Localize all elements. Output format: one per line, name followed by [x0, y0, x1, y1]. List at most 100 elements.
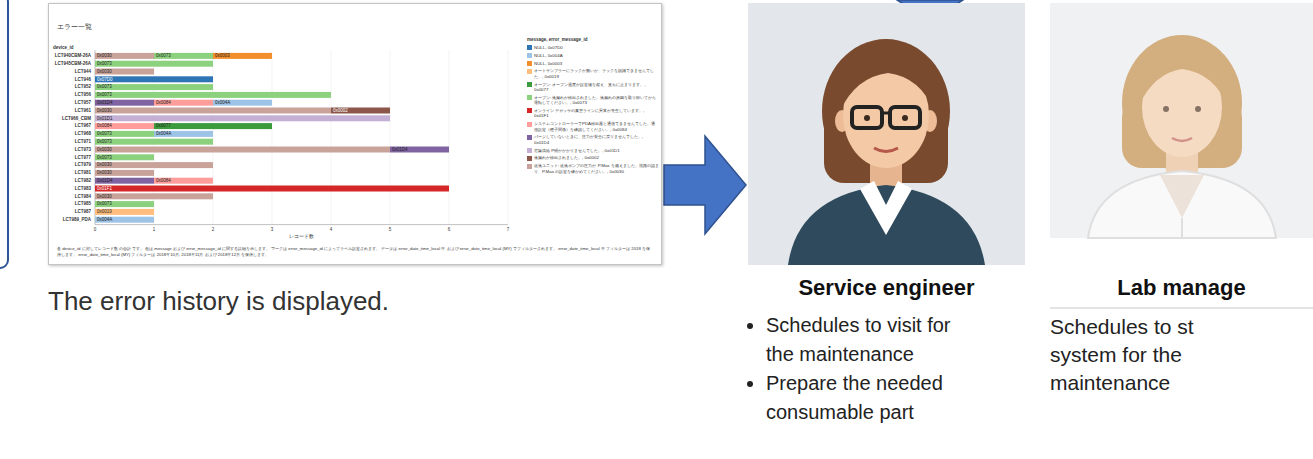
- chart-title: エラー一覧: [57, 22, 92, 32]
- bar-label: 0x0073: [97, 61, 112, 67]
- bar-label: 0x0030: [97, 53, 112, 59]
- device-id: LCT973: [51, 147, 91, 153]
- bar-label: 0x0073: [97, 92, 112, 98]
- legend-swatch: [527, 53, 532, 58]
- grid-line: [390, 50, 391, 225]
- device-id: LCT971: [51, 139, 91, 145]
- bar-label: 0x0003: [215, 53, 230, 59]
- grid-line: [213, 50, 214, 225]
- legend-item: パージしていないときに、圧力が安全に戻りませんでした。, 0x01D4: [527, 134, 659, 145]
- bar-label: 0x004A: [156, 131, 171, 137]
- bar-segment: [95, 217, 154, 223]
- bar-label: 0x0073: [156, 53, 171, 59]
- device-id: LCT957: [51, 100, 91, 106]
- grid-line: [331, 50, 332, 225]
- person-title: Service engineer: [748, 273, 1025, 303]
- legend-item: システムコントローラーでPDA検出器と通信できませんでした。通信設定（種子関係）…: [527, 121, 659, 132]
- axis-header: device_id: [53, 45, 74, 51]
- tick-label: 6: [444, 227, 454, 233]
- bar-segment: [154, 53, 213, 59]
- bar-label: 0x0019: [97, 209, 112, 215]
- device-id: LCT966_CBM: [51, 116, 91, 122]
- bar-label: 0x0077: [156, 123, 171, 129]
- device-id: LCT945CBM-26A: [51, 61, 91, 67]
- bar-label: 0x0030: [97, 170, 112, 176]
- bar-label: 0x01D1: [97, 116, 113, 122]
- device-id: LCT985: [51, 201, 91, 207]
- device-id: LCT979: [51, 162, 91, 168]
- legend-swatch: [527, 95, 532, 100]
- legend-text: パージしていないときに、圧力が安全に戻りませんでした。, 0x01D4: [534, 134, 659, 145]
- bar-segment: [95, 61, 213, 67]
- grid-line: [272, 50, 273, 225]
- person-title: Lab manage: [1050, 273, 1313, 303]
- legend-text: 液漏れが検出されました。, 0x0002: [534, 155, 599, 160]
- legend-text: オーブン: 液漏れが検出されました。液漏れの原因を取り除いてから運転してください…: [534, 95, 659, 106]
- legend-item: NULL, 0x07D0: [527, 45, 659, 50]
- legend-text: 溶媒供給 P開がかかりませんでした。, 0x01D1: [534, 148, 620, 153]
- device-id: LCT982: [51, 178, 91, 184]
- device-id: LCT977: [51, 155, 91, 161]
- bar-segment: [95, 100, 154, 106]
- bar-segment: [95, 209, 154, 215]
- tick-label: 0: [90, 227, 100, 233]
- bar-label: 0x0030: [97, 147, 112, 153]
- bar-label: 0x004A: [97, 217, 112, 223]
- legend-swatch: [527, 61, 532, 66]
- legend-item: オーブン: オーブン温度が設定値を超え、直ちに止まります。, 0x0077: [527, 82, 659, 93]
- tick-label: 4: [326, 227, 336, 233]
- divider-line: [1050, 308, 1313, 309]
- block-arrow: [664, 136, 746, 234]
- body-text: Schedules to st system for the maintenan…: [1050, 313, 1200, 397]
- bar-segment: [154, 178, 213, 184]
- device-id: LCT952: [51, 84, 91, 90]
- bar-label: 0x0030: [97, 108, 112, 114]
- legend-text: NULL, 0x07D0: [534, 45, 563, 50]
- bar-label: 0x0084: [156, 100, 171, 106]
- bar-segment: [95, 76, 213, 82]
- tick-label: 3: [267, 227, 277, 233]
- bar-segment: [95, 201, 154, 207]
- legend-swatch: [527, 164, 532, 169]
- bar-label: 0x07D0: [97, 77, 113, 83]
- bullet-item: Schedules to visit for the maintenance: [766, 311, 971, 369]
- service-engineer-portrait: [748, 3, 1025, 265]
- bar-segment: [95, 178, 154, 184]
- bar-segment: [95, 154, 154, 160]
- tick-label: 2: [208, 227, 218, 233]
- bar-label: 0x0002: [333, 108, 348, 114]
- bar-label: 0x0030: [97, 162, 112, 168]
- bar-label: 0x0073: [97, 131, 112, 137]
- bar-segment: [95, 131, 154, 137]
- tick-label: 1: [149, 227, 159, 233]
- caption: The error history is displayed.: [48, 285, 389, 317]
- bar-label: 0x0030: [97, 194, 112, 200]
- bar-label: 0x004A: [215, 100, 230, 106]
- device-id: LCT981: [51, 170, 91, 176]
- legend-item: NULL, 0x004A: [527, 53, 659, 58]
- axis-line: [95, 224, 508, 225]
- bar-label: 0x01D4: [97, 100, 113, 106]
- bar-label: 0x0073: [97, 155, 112, 161]
- bar-segment: [95, 139, 213, 145]
- bar-label: 0x0073: [97, 139, 112, 145]
- bar-label: 0x0030: [97, 69, 112, 75]
- bar-label: 0x0084: [156, 178, 171, 184]
- bar-segment: [331, 108, 390, 114]
- legend-header: message, error_message_id: [527, 37, 588, 43]
- grid-line: [449, 50, 450, 225]
- chart-plot: [49, 4, 661, 264]
- legend-text: オートサンプラーにラックが無いか、ラックを認識できませんでした。, 0x0019: [534, 68, 659, 79]
- legend-text: オーブン: オーブン温度が設定値を超え、直ちに止まります。, 0x0077: [534, 82, 659, 93]
- bar-segment: [213, 53, 272, 59]
- grid-line: [95, 50, 96, 225]
- legend-item: 溶媒供給 P開がかかりませんでした。, 0x01D1: [527, 148, 659, 153]
- bar-segment: [95, 170, 154, 176]
- legend-text: システムコントローラーでPDA検出器と通信できませんでした。通信設定（種子関係）…: [534, 121, 659, 132]
- bar-segment: [95, 147, 390, 153]
- legend-swatch: [527, 45, 532, 50]
- legend-swatch: [527, 82, 532, 87]
- person-card: Lab manageSchedules to st system for the…: [1050, 3, 1313, 455]
- bullet-list: Schedules to visit for the maintenancePr…: [748, 311, 971, 427]
- bar-label: 0x01D4: [392, 147, 408, 153]
